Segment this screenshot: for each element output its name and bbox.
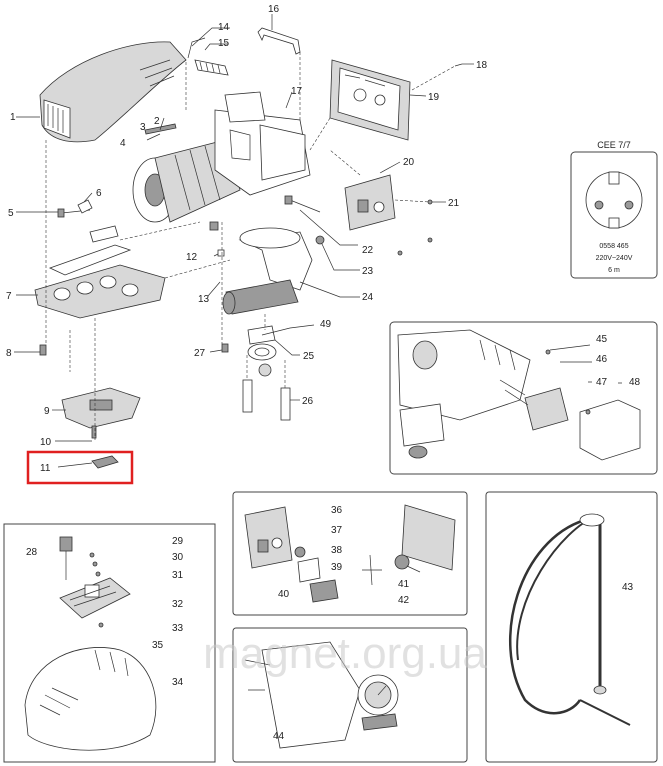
callout-44: 44	[273, 731, 285, 742]
callout-8: 8	[6, 348, 12, 359]
base-tray	[34, 264, 166, 319]
callout-17: 17	[291, 86, 303, 97]
callout-42: 42	[398, 595, 410, 606]
callout-29: 29	[172, 536, 184, 547]
callout-41: 41	[398, 579, 410, 590]
callout-23: 23	[362, 266, 374, 277]
callout-32: 32	[172, 599, 184, 610]
callout-27: 27	[194, 348, 206, 359]
inset-43	[485, 491, 658, 763]
callout-47: 47	[596, 377, 608, 388]
callout-13: 13	[198, 294, 210, 305]
callout-15: 15	[218, 38, 230, 49]
callout-25: 25	[303, 351, 315, 362]
plug-box-title: CEE 7/7	[597, 140, 631, 150]
callout-26: 26	[302, 396, 314, 407]
inset-44	[232, 627, 468, 763]
callout-6: 6	[96, 188, 102, 199]
callout-37: 37	[331, 525, 343, 536]
callout-45: 45	[596, 334, 608, 345]
callout-43: 43	[622, 582, 634, 593]
inlet-valve	[247, 325, 277, 377]
inset-36-42	[232, 491, 468, 616]
filter-cylinder	[225, 279, 299, 315]
leader-lines	[14, 14, 474, 468]
callout-5: 5	[8, 208, 14, 219]
inset-28-35	[3, 523, 216, 763]
callout-22: 22	[362, 245, 374, 256]
watermark: magnet.org.ua	[203, 629, 487, 678]
inset-45-48	[389, 321, 658, 475]
callout-35: 35	[152, 640, 164, 651]
plug-box-line2: 220V~240V	[596, 255, 633, 262]
callout-28: 28	[26, 547, 38, 558]
plug-box-line1: 0558 465	[599, 243, 628, 250]
callout-2: 2	[154, 116, 160, 127]
callout-46: 46	[596, 354, 608, 365]
callout-19: 19	[428, 92, 440, 103]
callout-4: 4	[120, 138, 126, 149]
rod-26a	[242, 379, 253, 413]
callout-9: 9	[44, 406, 50, 417]
callout-33: 33	[172, 623, 184, 634]
callout-21: 21	[448, 198, 460, 209]
handle-16	[257, 27, 301, 55]
plug-box-line3: 6 m	[608, 267, 620, 274]
callout-3: 3	[140, 122, 146, 133]
callout-11: 11	[40, 463, 51, 474]
callout-48: 48	[629, 377, 641, 388]
callout-14: 14	[218, 22, 230, 33]
callout-49: 49	[320, 319, 332, 330]
highlight-box-11	[26, 450, 134, 485]
callout-40: 40	[278, 589, 290, 600]
callout-36: 36	[331, 505, 343, 516]
part-11-clip	[91, 455, 119, 469]
callout-39: 39	[331, 562, 343, 573]
callout-12: 12	[186, 252, 198, 263]
callout-7: 7	[6, 291, 12, 302]
callout-24: 24	[362, 292, 374, 303]
switch-panel	[344, 174, 396, 231]
callout-16: 16	[268, 4, 280, 15]
handle-14	[187, 37, 206, 59]
rod-26b	[280, 387, 291, 421]
callout-34: 34	[172, 677, 184, 688]
callout-20: 20	[403, 157, 415, 168]
plug-box: CEE 7/7 0558 465 220V~240V 6 m	[570, 140, 658, 279]
callout-10: 10	[40, 437, 52, 448]
callout-30: 30	[172, 552, 184, 563]
callout-18: 18	[476, 60, 488, 71]
callout-1: 1	[10, 112, 16, 123]
main-assembly	[34, 27, 463, 469]
callout-38: 38	[331, 545, 343, 556]
callout-31: 31	[172, 570, 184, 581]
